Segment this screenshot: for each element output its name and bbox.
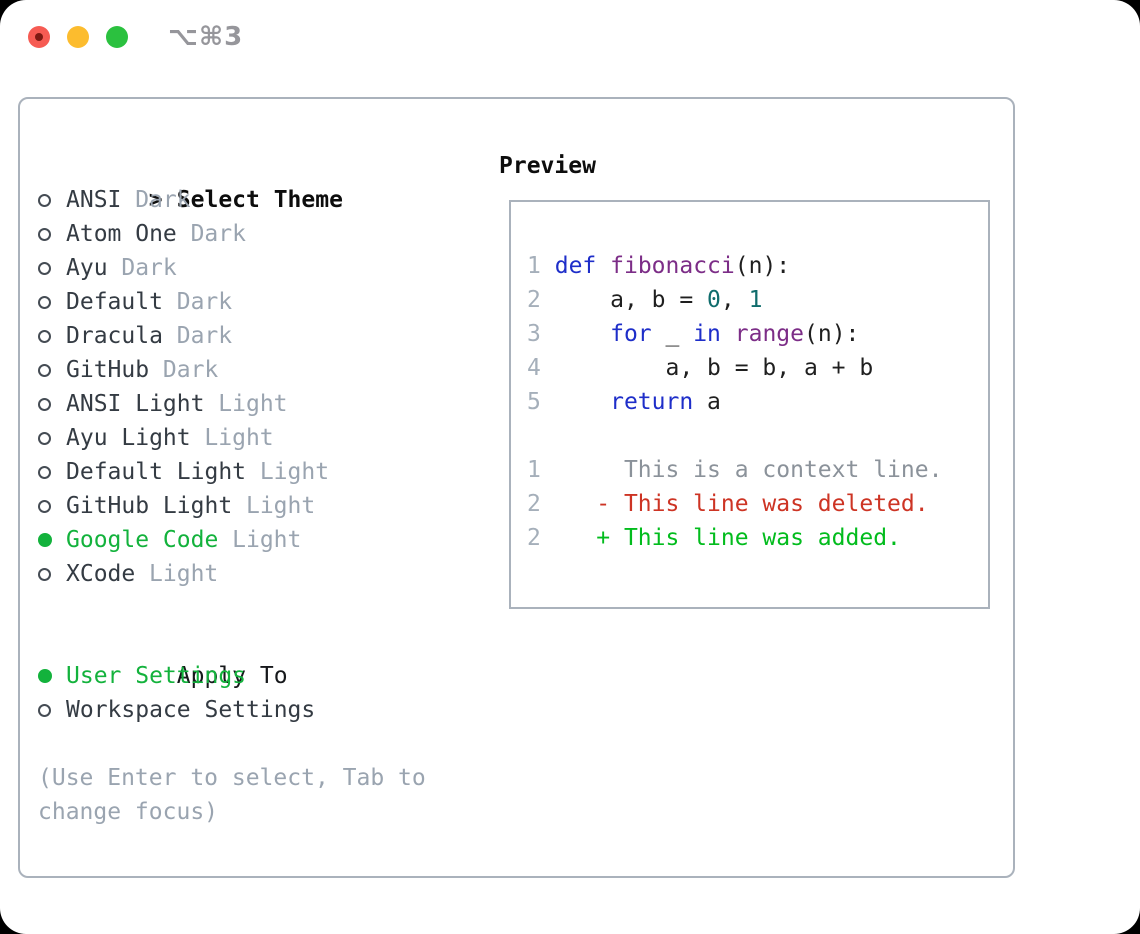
window-title: ⌥⌘3 <box>168 22 244 52</box>
variant-label: Dark <box>135 187 191 213</box>
option-label: Ayu <box>66 255 108 281</box>
theme-option-dracula[interactable]: Dracula Dark <box>38 319 426 353</box>
variant-label: Light <box>259 459 330 485</box>
code-preview: 1 def fibonacci(n): 2 a, b = 0, 1 3 for _ … <box>511 202 988 555</box>
theme-option-ayu[interactable]: Ayu Dark <box>38 251 426 285</box>
option-label: GitHub <box>66 357 150 383</box>
variant-label: Light <box>232 527 302 553</box>
variant-label: Dark <box>190 221 246 247</box>
spacer <box>38 727 426 761</box>
select-theme-label: Select Theme <box>176 187 343 213</box>
theme-option-github-light[interactable]: GitHub Light Light <box>38 489 426 523</box>
minimize-button[interactable] <box>67 26 89 48</box>
radio-icon <box>38 194 51 207</box>
radio-icon <box>38 432 51 445</box>
variant-label: Dark <box>176 323 233 349</box>
radio-icon <box>38 228 51 241</box>
spacer <box>38 591 426 625</box>
preview-box: 1 def fibonacci(n): 2 a, b = 0, 1 3 for _ … <box>509 200 990 609</box>
option-label: ANSI <box>66 187 122 213</box>
variant-label: Light <box>204 425 274 451</box>
radio-icon <box>38 364 51 377</box>
theme-option-github[interactable]: GitHub Dark <box>38 353 426 387</box>
variant-label: Light <box>149 561 219 587</box>
preview-title: Preview <box>499 153 596 179</box>
code-line: 1 def fibonacci(n): <box>527 253 791 279</box>
theme-option-default-light[interactable]: Default Light Light <box>38 455 426 489</box>
select-theme-header: > Select Theme <box>38 149 426 213</box>
option-label: Default Light <box>66 459 247 485</box>
variant-label: Dark <box>162 357 219 383</box>
zoom-button[interactable] <box>106 26 128 48</box>
option-label: Default <box>66 289 163 315</box>
radio-icon <box>38 704 51 717</box>
close-button[interactable] <box>28 26 50 48</box>
radio-icon <box>38 568 51 581</box>
variant-label: Light <box>245 493 316 519</box>
radio-selected-icon <box>38 533 52 547</box>
radio-icon <box>38 398 51 411</box>
radio-icon <box>38 330 51 343</box>
code-line: 1 This is a context line. <box>527 457 943 483</box>
radio-icon <box>38 296 51 309</box>
option-label: Dracula <box>66 323 163 349</box>
radio-selected-icon <box>38 669 52 683</box>
edited-dot-icon <box>35 33 43 41</box>
code-line: 2 - This line was deleted. <box>527 491 929 517</box>
apply-option-user-settings[interactable]: User Settings <box>38 659 426 693</box>
theme-option-ansi-light[interactable]: ANSI Light Light <box>38 387 426 421</box>
titlebar: ⌥⌘3 <box>0 0 1140 74</box>
option-label: Workspace Settings <box>66 697 316 723</box>
hint-line-2: change focus) <box>38 799 219 825</box>
theme-option-default[interactable]: Default Dark <box>38 285 426 319</box>
hint-text: (Use Enter to select, Tab to change focu… <box>38 761 426 829</box>
variant-label: Dark <box>176 289 233 315</box>
code-line: 4 a, b = b, a + b <box>527 355 874 381</box>
option-label: Ayu Light <box>66 425 191 451</box>
code-line: 5 return a <box>527 389 721 415</box>
variant-label: Light <box>218 391 288 417</box>
radio-icon <box>38 466 51 479</box>
option-label: ANSI Light <box>66 391 205 417</box>
option-label: Atom One <box>66 221 177 247</box>
apply-to-header: Apply To <box>38 625 426 689</box>
option-label: XCode <box>66 561 136 587</box>
option-label: GitHub Light <box>66 493 233 519</box>
theme-option-google-code[interactable]: Google Code Light <box>38 523 426 557</box>
option-label: Google Code <box>66 527 219 553</box>
variant-label: Dark <box>121 255 177 281</box>
hint-line-1: (Use Enter to select, Tab to <box>38 765 426 791</box>
theme-option-ansi[interactable]: ANSI Dark <box>38 183 426 217</box>
code-line: 3 for _ in range(n): <box>527 321 860 347</box>
cursor-indicator: > <box>148 187 163 213</box>
code-line <box>527 419 988 453</box>
radio-icon <box>38 500 51 513</box>
radio-icon <box>38 262 51 275</box>
option-label: User Settings <box>66 663 247 689</box>
theme-option-atom-one[interactable]: Atom One Dark <box>38 217 426 251</box>
apply-option-workspace-settings[interactable]: Workspace Settings <box>38 693 426 727</box>
theme-option-ayu-light[interactable]: Ayu Light Light <box>38 421 426 455</box>
theme-option-xcode[interactable]: XCode Light <box>38 557 426 591</box>
code-line: 2 + This line was added. <box>527 525 901 551</box>
apply-to-label: Apply To <box>176 663 288 689</box>
code-line: 2 a, b = 0, 1 <box>527 287 763 313</box>
